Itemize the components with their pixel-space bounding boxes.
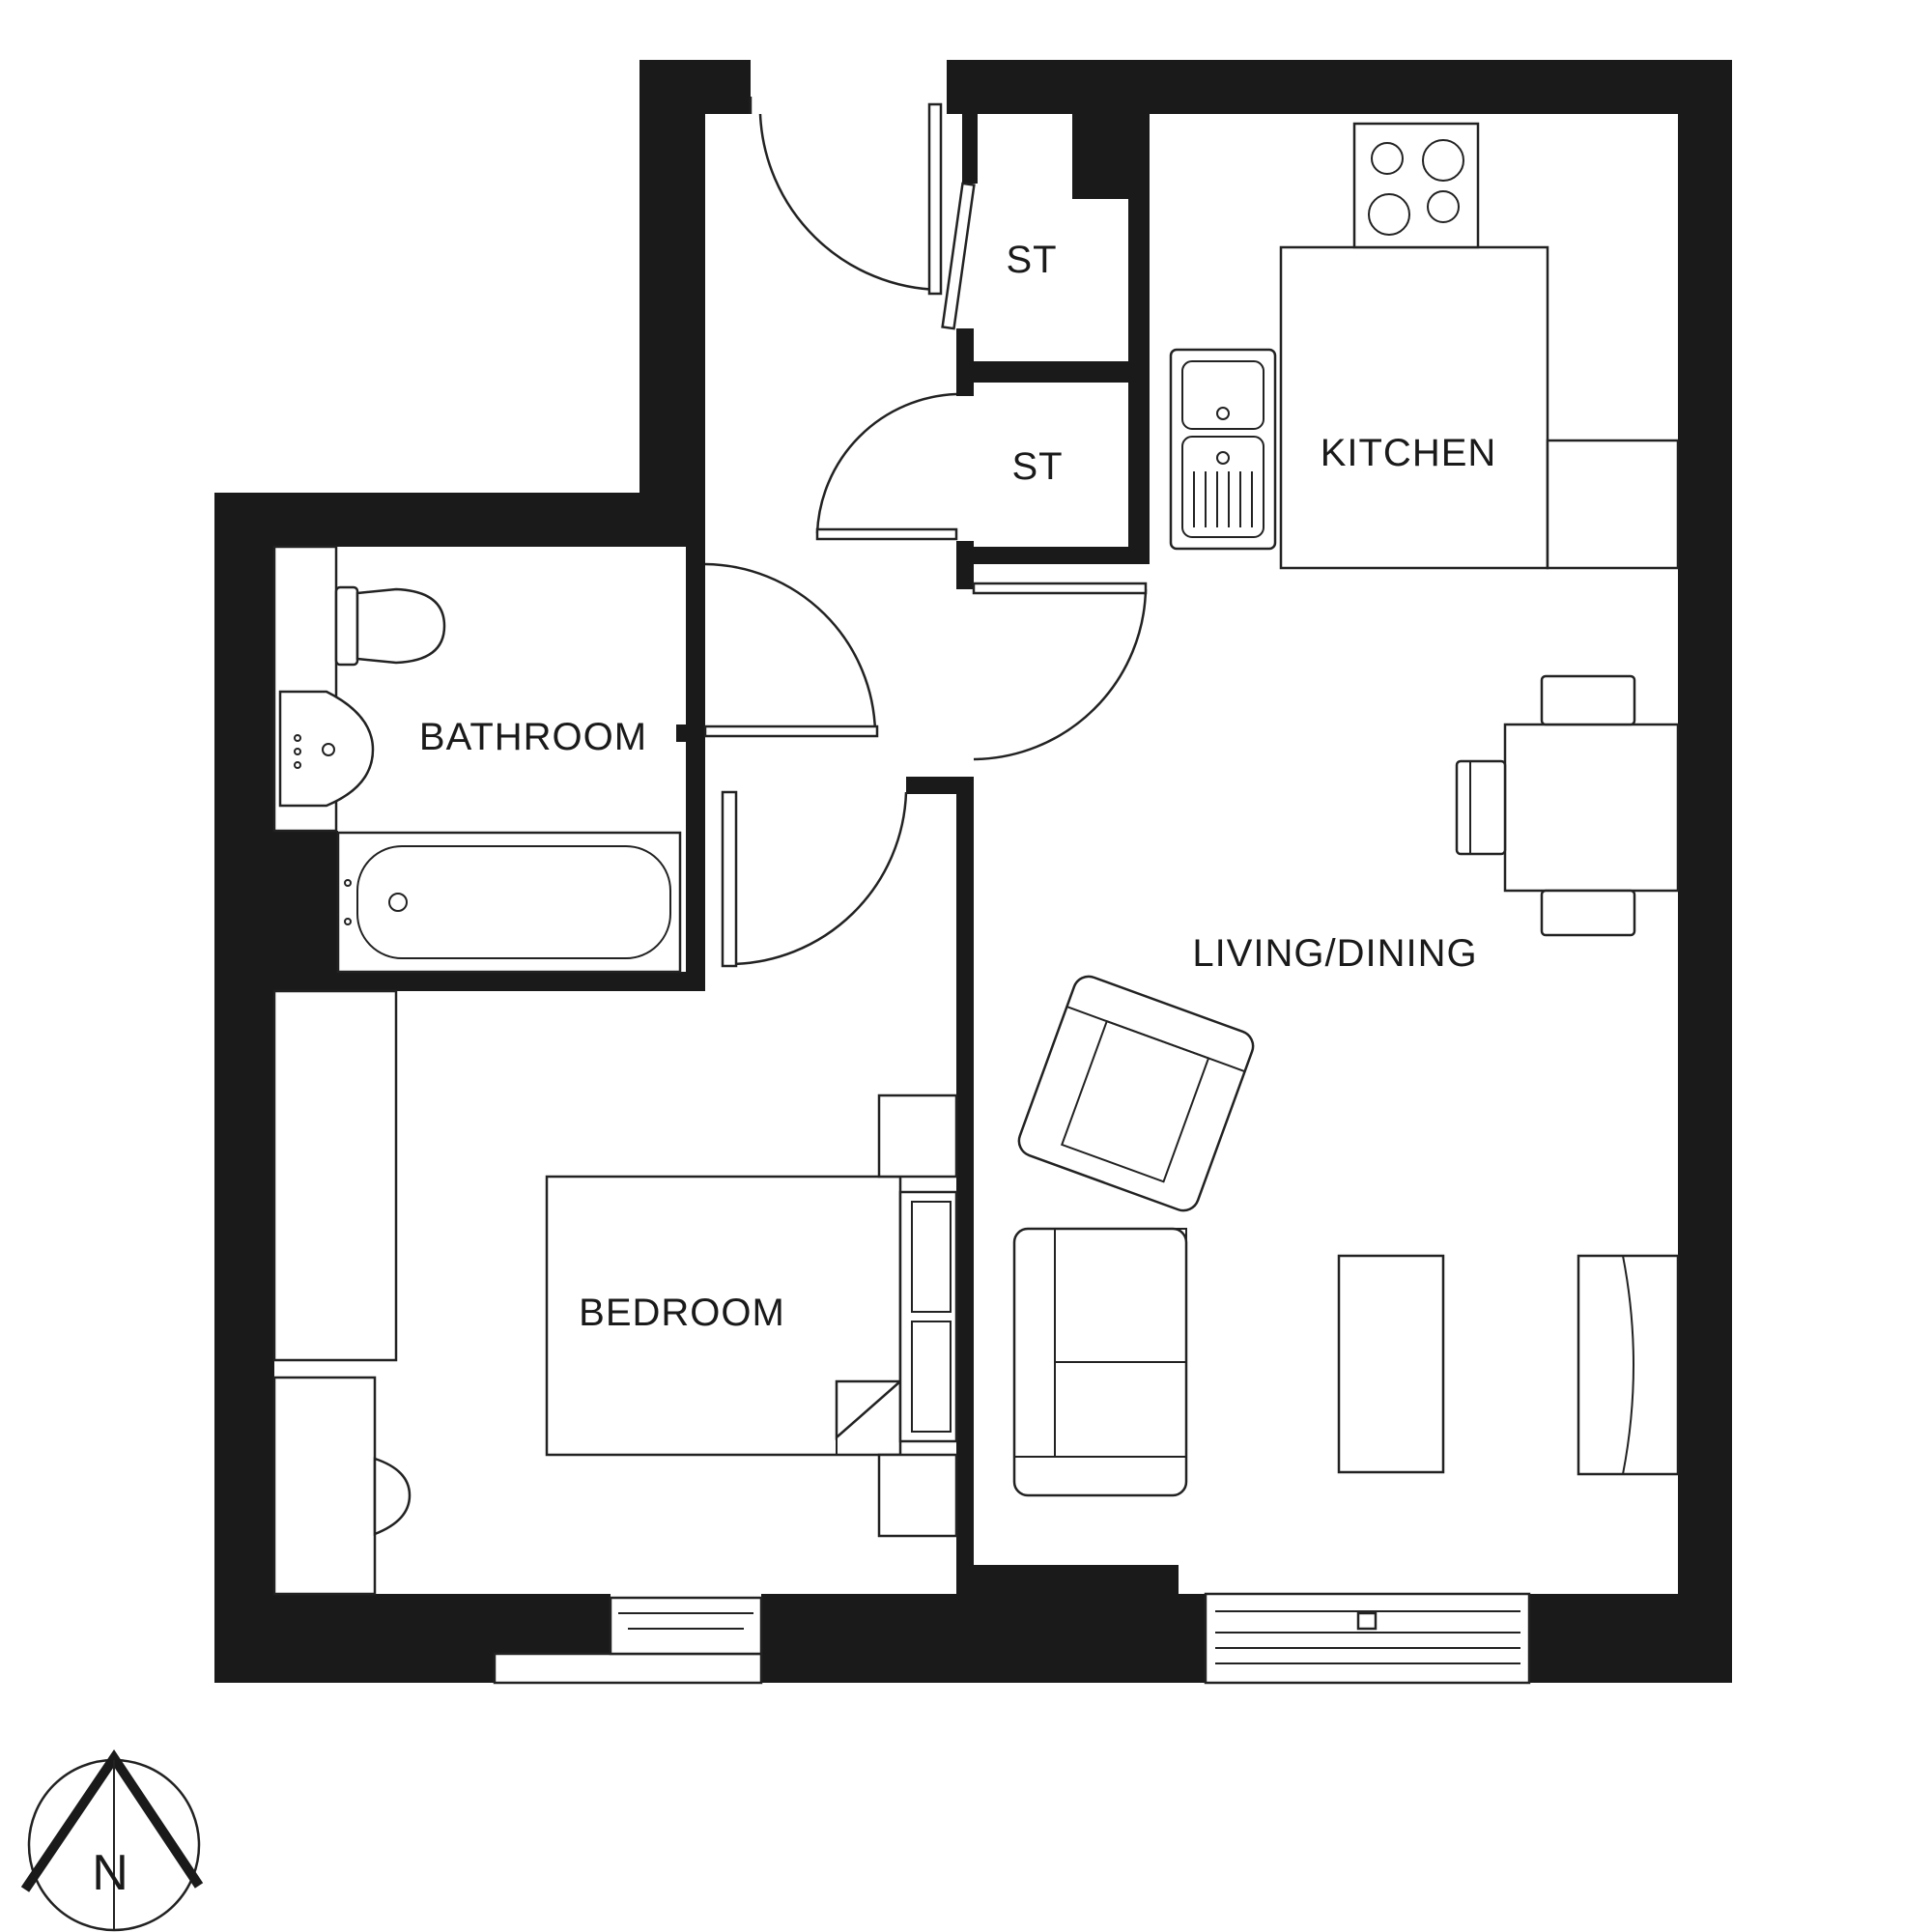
sink-drain-icon — [1216, 407, 1230, 420]
wall-storage-left-1 — [962, 114, 978, 184]
wall-bottom-living — [974, 1565, 1179, 1683]
wall-hall-left — [639, 60, 705, 547]
living-window — [1204, 1592, 1531, 1685]
wall-hall-top-left — [639, 60, 751, 114]
windows — [493, 1592, 1531, 1685]
wall-storage-left-2 — [956, 328, 974, 396]
wall-bottom-living-2 — [1179, 1594, 1206, 1683]
wall-bedroom-living — [956, 792, 974, 1594]
wall-hall-top-right — [947, 60, 976, 114]
doors — [703, 97, 1148, 968]
wall-bathroom-lower-left — [214, 831, 338, 991]
wall-bottom-right — [1529, 1594, 1732, 1683]
bedroom-window — [493, 1652, 763, 1685]
kitchen-counter-right — [1546, 439, 1680, 570]
bedroom-furniture — [272, 989, 958, 1596]
bedside-table — [877, 1453, 958, 1538]
sink-drain-icon — [1216, 451, 1230, 465]
wall-storage-divider — [972, 361, 1150, 383]
dining-table — [1503, 723, 1680, 893]
bathroom-door-swing — [704, 562, 877, 733]
entrance-door-swing — [758, 113, 940, 292]
room-label-kitchen: KITCHEN — [1321, 432, 1497, 474]
entrance-door-leaf — [927, 102, 943, 296]
kitchen-sink — [1169, 348, 1277, 551]
bedroom-door-leaf — [721, 790, 738, 968]
toilet-icon — [355, 587, 446, 665]
wall-top-bathroom — [214, 493, 705, 547]
armchair — [1017, 975, 1255, 1212]
compass-label: N — [92, 1845, 128, 1901]
storage-lower-door-leaf — [815, 527, 958, 541]
wall-storage-notch — [1072, 114, 1150, 199]
basin-icon — [278, 690, 375, 808]
hob-ring-icon — [1422, 139, 1464, 182]
hob-ring-icon — [1368, 193, 1410, 236]
north-arrow-icon: N — [20, 1749, 204, 1932]
storage-upper-door — [941, 182, 976, 330]
wall-hall-bottom-right — [906, 777, 974, 794]
kitchen-fixtures — [1169, 122, 1680, 570]
wall-bath-door-post — [676, 724, 705, 742]
bath-drain-icon — [388, 893, 408, 912]
basin-drain-icon — [322, 743, 335, 756]
bedroom-door-swing — [729, 791, 908, 966]
room-label-bathroom: BATHROOM — [419, 716, 647, 758]
hob — [1352, 122, 1480, 249]
wall-bathroom-right-top — [686, 547, 705, 734]
wall-right — [1678, 60, 1732, 1683]
desk-chair — [373, 1457, 412, 1536]
storage-lower-door-swing — [815, 392, 957, 534]
toilet-cistern — [334, 585, 359, 667]
room-label-storage-upper: ST — [1006, 239, 1057, 281]
living-door-leaf — [972, 582, 1148, 595]
room-label-storage-lower: ST — [1011, 445, 1063, 488]
dining-chair — [1455, 759, 1507, 856]
hob-ring-icon — [1371, 142, 1404, 175]
living-door-swing — [973, 588, 1148, 761]
dining-set — [1455, 674, 1680, 937]
coffee-table — [1337, 1254, 1445, 1474]
wall-left — [214, 493, 274, 1683]
desk — [272, 1376, 377, 1596]
wall-storage-left-3 — [956, 541, 974, 589]
wall-storage-bottom — [972, 547, 1150, 564]
walls — [214, 60, 1732, 1683]
room-label-living-dining: LIVING/DINING — [1192, 932, 1477, 975]
dining-chair — [1540, 889, 1636, 937]
bedside-table — [877, 1094, 958, 1179]
headboard — [898, 1190, 958, 1443]
wardrobe — [272, 989, 398, 1362]
wall-storage-partition — [1128, 114, 1150, 558]
kitchen-counter — [1279, 245, 1549, 570]
living-furniture — [1012, 975, 1680, 1497]
bathtub — [336, 831, 682, 974]
bathroom-door-leaf — [703, 724, 879, 738]
wall-bathroom-right-bot — [686, 734, 705, 989]
room-label-bedroom: BEDROOM — [579, 1292, 785, 1334]
wall-bottom-mid — [761, 1594, 974, 1683]
dining-chair — [1540, 674, 1636, 726]
wall-top-right — [947, 60, 1732, 114]
hob-ring-icon — [1427, 190, 1460, 223]
bathroom-fixtures — [272, 545, 682, 974]
